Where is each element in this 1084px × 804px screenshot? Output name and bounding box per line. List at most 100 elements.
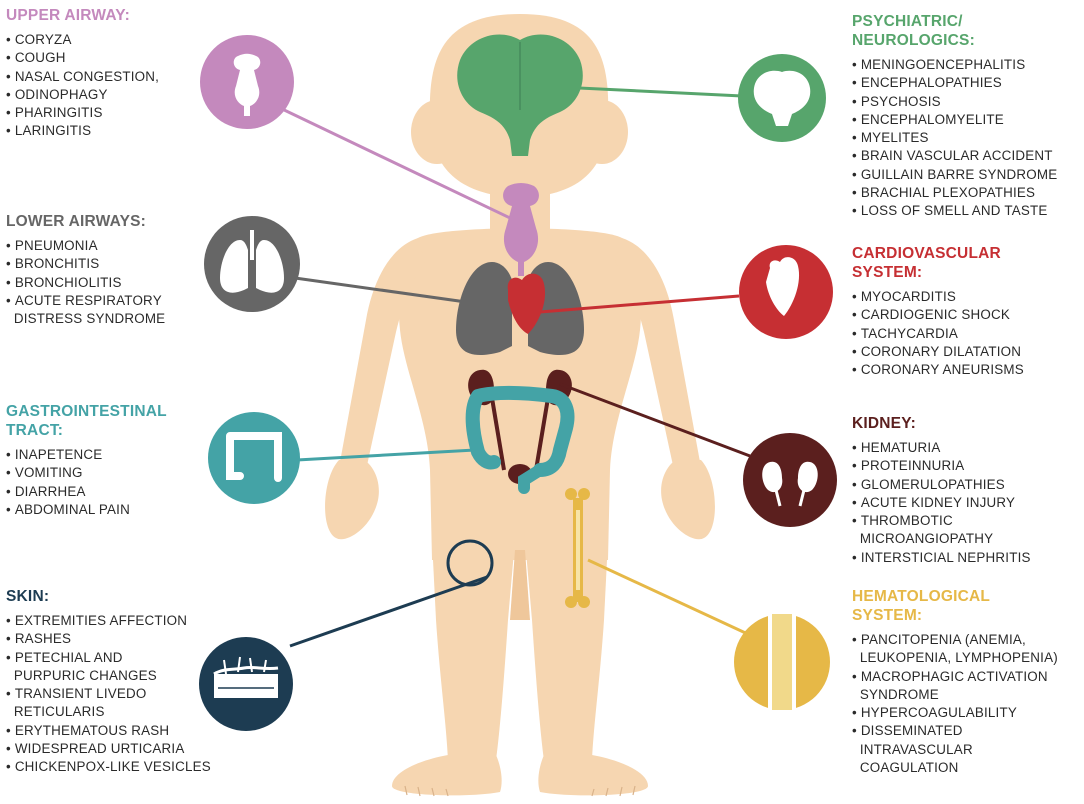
hemato-title-line2: SYSTEM: [852, 607, 923, 624]
gastro-line [296, 448, 476, 462]
leg-gap-shade [510, 550, 530, 620]
list-item: PETECHIAL AND [6, 649, 211, 667]
cardio-title-line2: SYSTEM: [852, 264, 923, 281]
skin-layer-icon [199, 637, 293, 731]
list-item: ENCEPHALOMYELITE [852, 111, 1057, 129]
lower-airways-title: LOWER AIRWAYS: [6, 213, 147, 230]
ureters [490, 397, 550, 471]
upper-airway-title: UPPER AIRWAY: [6, 7, 131, 24]
cardio-line [539, 294, 740, 314]
femur-bone [565, 488, 590, 608]
list-item: WIDESPREAD URTICARIA [6, 740, 211, 758]
skin-title: SKIN: [6, 588, 50, 605]
skin-list: EXTREMITIES AFFECTION RASHES PETECHIAL A… [6, 612, 211, 777]
kidney-section: KIDNEY: HEMATURIA PROTEINNURIA GLOMERULO… [852, 414, 1031, 567]
list-item: TRANSIENT LIVEDO [6, 685, 211, 703]
lower-airways-section: LOWER AIRWAYS: PNEUMONIA BRONCHITIS BRON… [6, 212, 165, 328]
list-item: COAGULATION [859, 760, 959, 776]
gastrointestinal-list: INAPETENCE VOMITING DIARRHEA ABDOMINAL P… [6, 446, 167, 519]
list-item: DISTRESS SYNDROME [13, 311, 166, 327]
list-item: ODINOPHAGY [6, 86, 159, 104]
skin-line [289, 575, 488, 648]
neuro-list: MENINGOENCEPHALITIS ENCEPHALOPATHIES PSY… [852, 56, 1057, 221]
list-item: CORONARY ANEURISMS [852, 361, 1024, 379]
list-item: CORYZA [6, 31, 159, 49]
list-item: BRAIN VASCULAR ACCIDENT [852, 147, 1057, 165]
right-leg [525, 540, 608, 760]
upper-airway-list: CORYZA COUGH NASAL CONGESTION, ODINOPHAG… [6, 31, 159, 141]
list-item: PROTEINNURIA [852, 457, 1031, 475]
list-item: BRONCHIOLITIS [6, 274, 165, 292]
list-item: PNEUMONIA [6, 237, 165, 255]
right-hand [661, 458, 715, 540]
list-item: HEMATURIA [852, 439, 1031, 457]
right-foot [538, 755, 648, 796]
list-item: INTERSTICIAL NEPHRITIS [852, 549, 1031, 567]
list-item: HYPERCOAGULABILITY [852, 704, 1058, 722]
cardio-list: MYOCARDITIS CARDIOGENIC SHOCK TACHYCARDI… [852, 288, 1024, 379]
bone-marrow-icon [734, 614, 830, 710]
list-item: GUILLAIN BARRE SYNDROME [852, 166, 1057, 184]
lungs-icon [204, 216, 300, 312]
list-item: BRACHIAL PLEXOPATHIES [852, 184, 1057, 202]
neuro-section: PSYCHIATRIC/ NEUROLOGICS: MENINGOENCEPHA… [852, 12, 1057, 221]
kidney-line [559, 382, 751, 458]
left-arm [339, 238, 425, 477]
kidney-list: HEMATURIA PROTEINNURIA GLOMERULOPATHIES … [852, 439, 1031, 567]
list-item: ACUTE KIDNEY INJURY [852, 494, 1031, 512]
list-item: THROMBOTIC [852, 512, 1031, 530]
list-item: NASAL CONGESTION, [6, 68, 159, 86]
list-item: CORONARY DILATATION [852, 343, 1024, 361]
upper-airway-section: UPPER AIRWAY: CORYZA COUGH NASAL CONGEST… [6, 6, 159, 141]
list-item: CHICKENPOX-LIKE VESICLES [6, 758, 211, 776]
left-lung [456, 262, 512, 356]
right-arm [615, 238, 701, 477]
intestine-icon [208, 412, 300, 504]
list-item: MENINGOENCEPHALITIS [852, 56, 1057, 74]
upper-airway-line [279, 106, 511, 220]
list-item: SYNDROME [859, 686, 939, 702]
upper-airway-organ [503, 183, 539, 276]
list-item: DISSEMINATED [852, 722, 1058, 740]
cardio-title-line1: CARDIOVASCULAR [852, 245, 1001, 262]
brain-icon [738, 54, 826, 142]
list-item: ENCEPHALOPATHIES [852, 74, 1057, 92]
hemato-list: PANCITOPENIA (ANEMIA, LEUKOPENIA, LYMPHO… [852, 631, 1058, 777]
left-hand [325, 458, 379, 540]
heart-icon [739, 245, 833, 339]
skin-section: SKIN: EXTREMITIES AFFECTION RASHES PETEC… [6, 587, 211, 777]
toe-lines [404, 785, 636, 797]
hemato-title-line1: HEMATOLOGICAL [852, 588, 991, 605]
list-item: PHARINGITIS [6, 104, 159, 122]
list-item: CARDIOGENIC SHOCK [852, 306, 1024, 324]
intestines-organ [465, 386, 575, 477]
kidney-title: KIDNEY: [852, 415, 916, 432]
list-item: INTRAVASCULAR [859, 741, 973, 757]
list-item: RASHES [6, 630, 211, 648]
heart-organ [507, 273, 546, 334]
list-item: MYELITES [852, 129, 1057, 147]
left-foot [392, 755, 502, 796]
list-item: PSYCHOSIS [852, 93, 1057, 111]
list-item: INAPETENCE [6, 446, 167, 464]
neuro-line [578, 86, 743, 98]
hemato-section: HEMATOLOGICAL SYSTEM: PANCITOPENIA (ANEM… [852, 587, 1058, 777]
hemato-title: HEMATOLOGICAL SYSTEM: [852, 587, 1058, 625]
lower-airways-line [294, 276, 467, 304]
kidneys-icon [743, 433, 837, 527]
list-item: TACHYCARDIA [852, 325, 1024, 343]
list-item: MACROPHAGIC ACTIVATION [852, 668, 1058, 686]
list-item: DIARRHEA [6, 483, 167, 501]
list-item: RETICULARIS [13, 704, 105, 720]
list-item: COUGH [6, 49, 159, 67]
gastrointestinal-section: GASTROINTESTINAL TRACT: INAPETENCE VOMIT… [6, 402, 167, 519]
neuro-title-line1: PSYCHIATRIC/ [852, 13, 963, 30]
list-item: EXTREMITIES AFFECTION [6, 612, 211, 630]
list-item: ACUTE RESPIRATORY [6, 292, 165, 310]
list-item: LARINGITIS [6, 122, 159, 140]
gastrointestinal-title-line1: GASTROINTESTINAL [6, 403, 167, 420]
skin-marker [446, 539, 494, 587]
list-item: VOMITING [6, 464, 167, 482]
